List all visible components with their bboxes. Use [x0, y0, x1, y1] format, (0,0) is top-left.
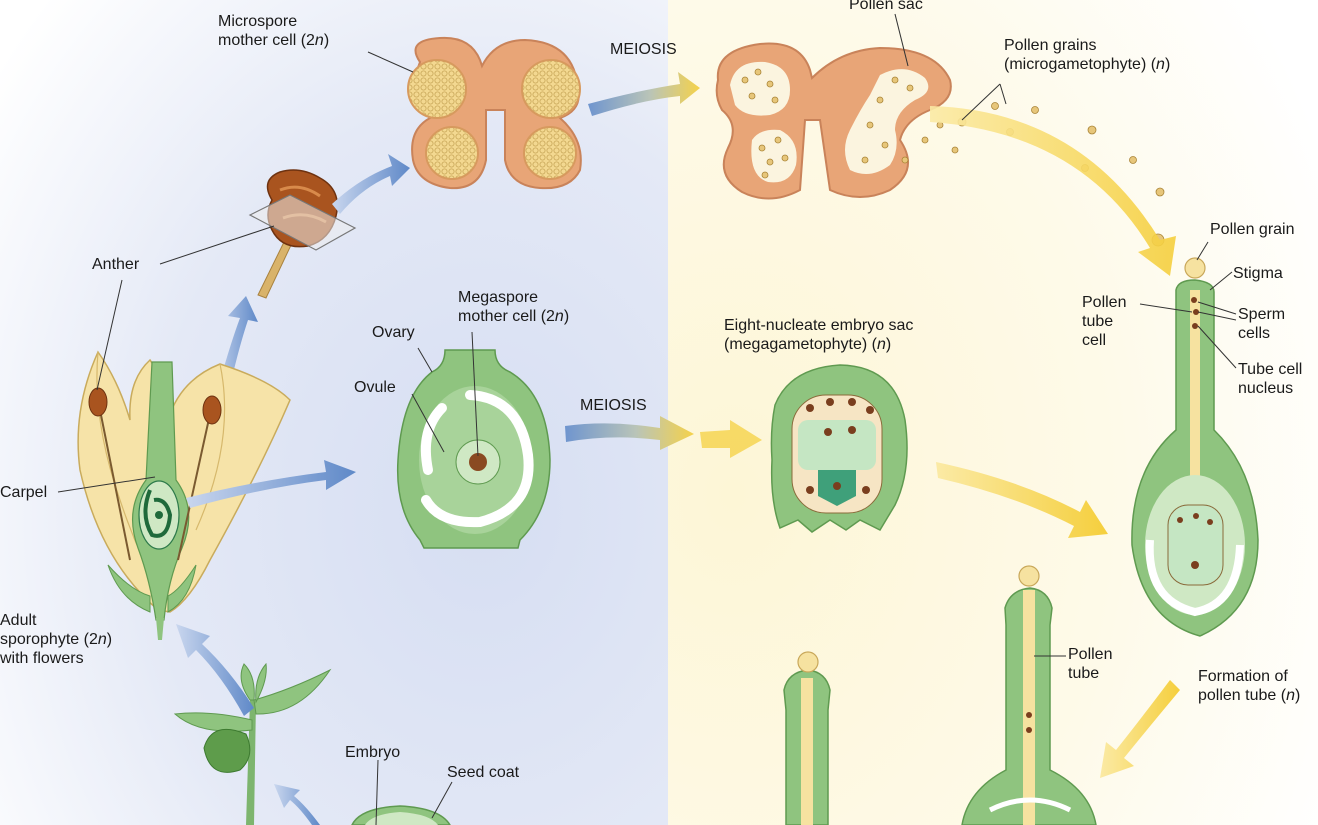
pistil-bottom	[783, 651, 831, 825]
pollen-sac-open	[715, 42, 952, 200]
arrow-to-fertilization	[936, 462, 1108, 538]
label-seed-coat: Seed coat	[447, 764, 520, 781]
arrow-to-embryo-sac	[700, 420, 762, 458]
embryo-sac	[770, 364, 908, 533]
flower-cutaway	[77, 350, 291, 640]
label-carpel: Carpel	[0, 484, 48, 501]
arrow-to-seedling	[274, 784, 320, 825]
seedling	[173, 662, 332, 825]
label-ovule: Ovule	[354, 379, 396, 396]
label-pollen-grains: Pollen grains(microgametophyte) (n)	[1004, 37, 1171, 73]
label-meiosis-middle: MEIOSIS	[580, 397, 647, 414]
meiosis-arrow-middle	[565, 416, 694, 450]
arrow-to-adult-sporophyte	[176, 624, 254, 716]
label-anther: Anther	[92, 256, 140, 273]
leader-lines	[57, 13, 1237, 825]
label-pollen-sac: Pollen sac	[849, 0, 923, 13]
label-meiosis-top: MEIOSIS	[610, 41, 677, 58]
arrow-to-pollen-tube	[1100, 680, 1180, 778]
pollination-arrow	[930, 106, 1176, 276]
meiosis-arrow-top	[588, 72, 700, 116]
arrow-to-ovule	[186, 460, 356, 508]
pistil-with-pollen	[1131, 257, 1259, 637]
pistil-pollen-tube	[961, 565, 1097, 825]
anther-cross-section	[407, 36, 582, 190]
label-ovary: Ovary	[372, 324, 415, 341]
ovule-cross-section	[396, 349, 551, 549]
anther-on-filament	[248, 169, 357, 299]
arrow-to-microspore	[332, 154, 410, 214]
label-embryo-sac: Eight-nucleate embryo sac(megagametophyt…	[724, 317, 914, 353]
label-pollen-grain: Pollen grain	[1210, 221, 1295, 238]
label-stigma: Stigma	[1233, 265, 1283, 282]
label-embryo: Embryo	[345, 744, 401, 761]
